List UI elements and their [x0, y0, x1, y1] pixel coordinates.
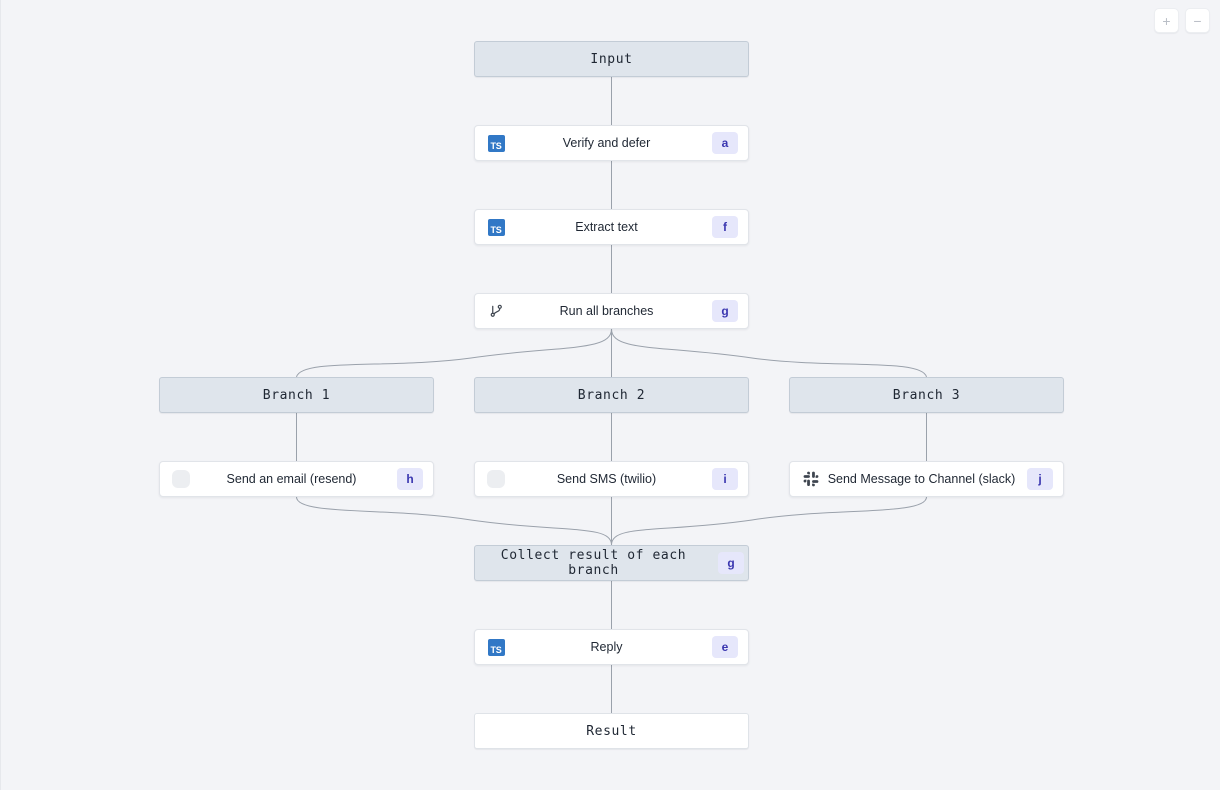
node-reply[interactable]: TS Reply e	[474, 629, 749, 665]
node-verify-and-defer[interactable]: TS Verify and defer a	[474, 125, 749, 161]
node-input[interactable]: Input	[474, 41, 749, 77]
node-result[interactable]: Result	[474, 713, 749, 749]
node-badge[interactable]: i	[712, 468, 738, 490]
typescript-icon: TS	[485, 132, 507, 154]
node-badge[interactable]: a	[712, 132, 738, 154]
node-badge[interactable]: e	[712, 636, 738, 658]
node-label: Input	[590, 51, 633, 67]
node-label: Branch 2	[577, 387, 646, 403]
zoom-controls: + −	[1154, 8, 1210, 33]
typescript-icon: TS	[485, 636, 507, 658]
node-label: Reply	[590, 640, 623, 654]
node-label: Send SMS (twilio)	[556, 472, 657, 486]
node-label: Branch 3	[892, 387, 961, 403]
edge-runall-to-branch1	[296, 328, 612, 378]
git-branch-icon	[485, 300, 507, 322]
node-badge[interactable]: j	[1027, 468, 1053, 490]
node-run-all-branches[interactable]: Run all branches g	[474, 293, 749, 329]
node-badge[interactable]: g	[712, 300, 738, 322]
zoom-in-button[interactable]: +	[1154, 8, 1179, 33]
node-send-message-to-channel-slack[interactable]: Send Message to Channel (slack) j	[789, 461, 1064, 497]
node-badge[interactable]: f	[712, 216, 738, 238]
node-label: Send an email (resend)	[226, 472, 357, 486]
minus-icon: −	[1193, 12, 1202, 29]
placeholder-blob-icon	[170, 468, 192, 490]
typescript-icon: TS	[485, 216, 507, 238]
node-collect-result-of-each-branch[interactable]: Collect result of each branch g	[474, 545, 749, 581]
edge-email-to-collect	[296, 496, 612, 546]
node-branch-3[interactable]: Branch 3	[789, 377, 1064, 413]
node-branch-2[interactable]: Branch 2	[474, 377, 749, 413]
node-send-an-email-resend[interactable]: Send an email (resend) h	[159, 461, 434, 497]
node-label: Extract text	[575, 220, 638, 234]
slack-icon	[800, 468, 822, 490]
edge-runall-to-branch3	[611, 328, 927, 378]
placeholder-blob-icon	[485, 468, 507, 490]
zoom-out-button[interactable]: −	[1185, 8, 1210, 33]
node-label: Result	[586, 723, 637, 739]
node-extract-text[interactable]: TS Extract text f	[474, 209, 749, 245]
node-label: Run all branches	[559, 304, 654, 318]
node-send-sms-twilio[interactable]: Send SMS (twilio) i	[474, 461, 749, 497]
node-label: Verify and defer	[562, 136, 651, 150]
plus-icon: +	[1162, 12, 1171, 29]
node-label: Branch 1	[262, 387, 331, 403]
node-branch-1[interactable]: Branch 1	[159, 377, 434, 413]
node-badge[interactable]: h	[397, 468, 423, 490]
edge-slack-to-collect	[611, 496, 927, 546]
node-label: Collect result of each branch	[500, 548, 687, 578]
node-label: Send Message to Channel (slack)	[827, 472, 1016, 486]
node-badge[interactable]: g	[718, 552, 744, 574]
